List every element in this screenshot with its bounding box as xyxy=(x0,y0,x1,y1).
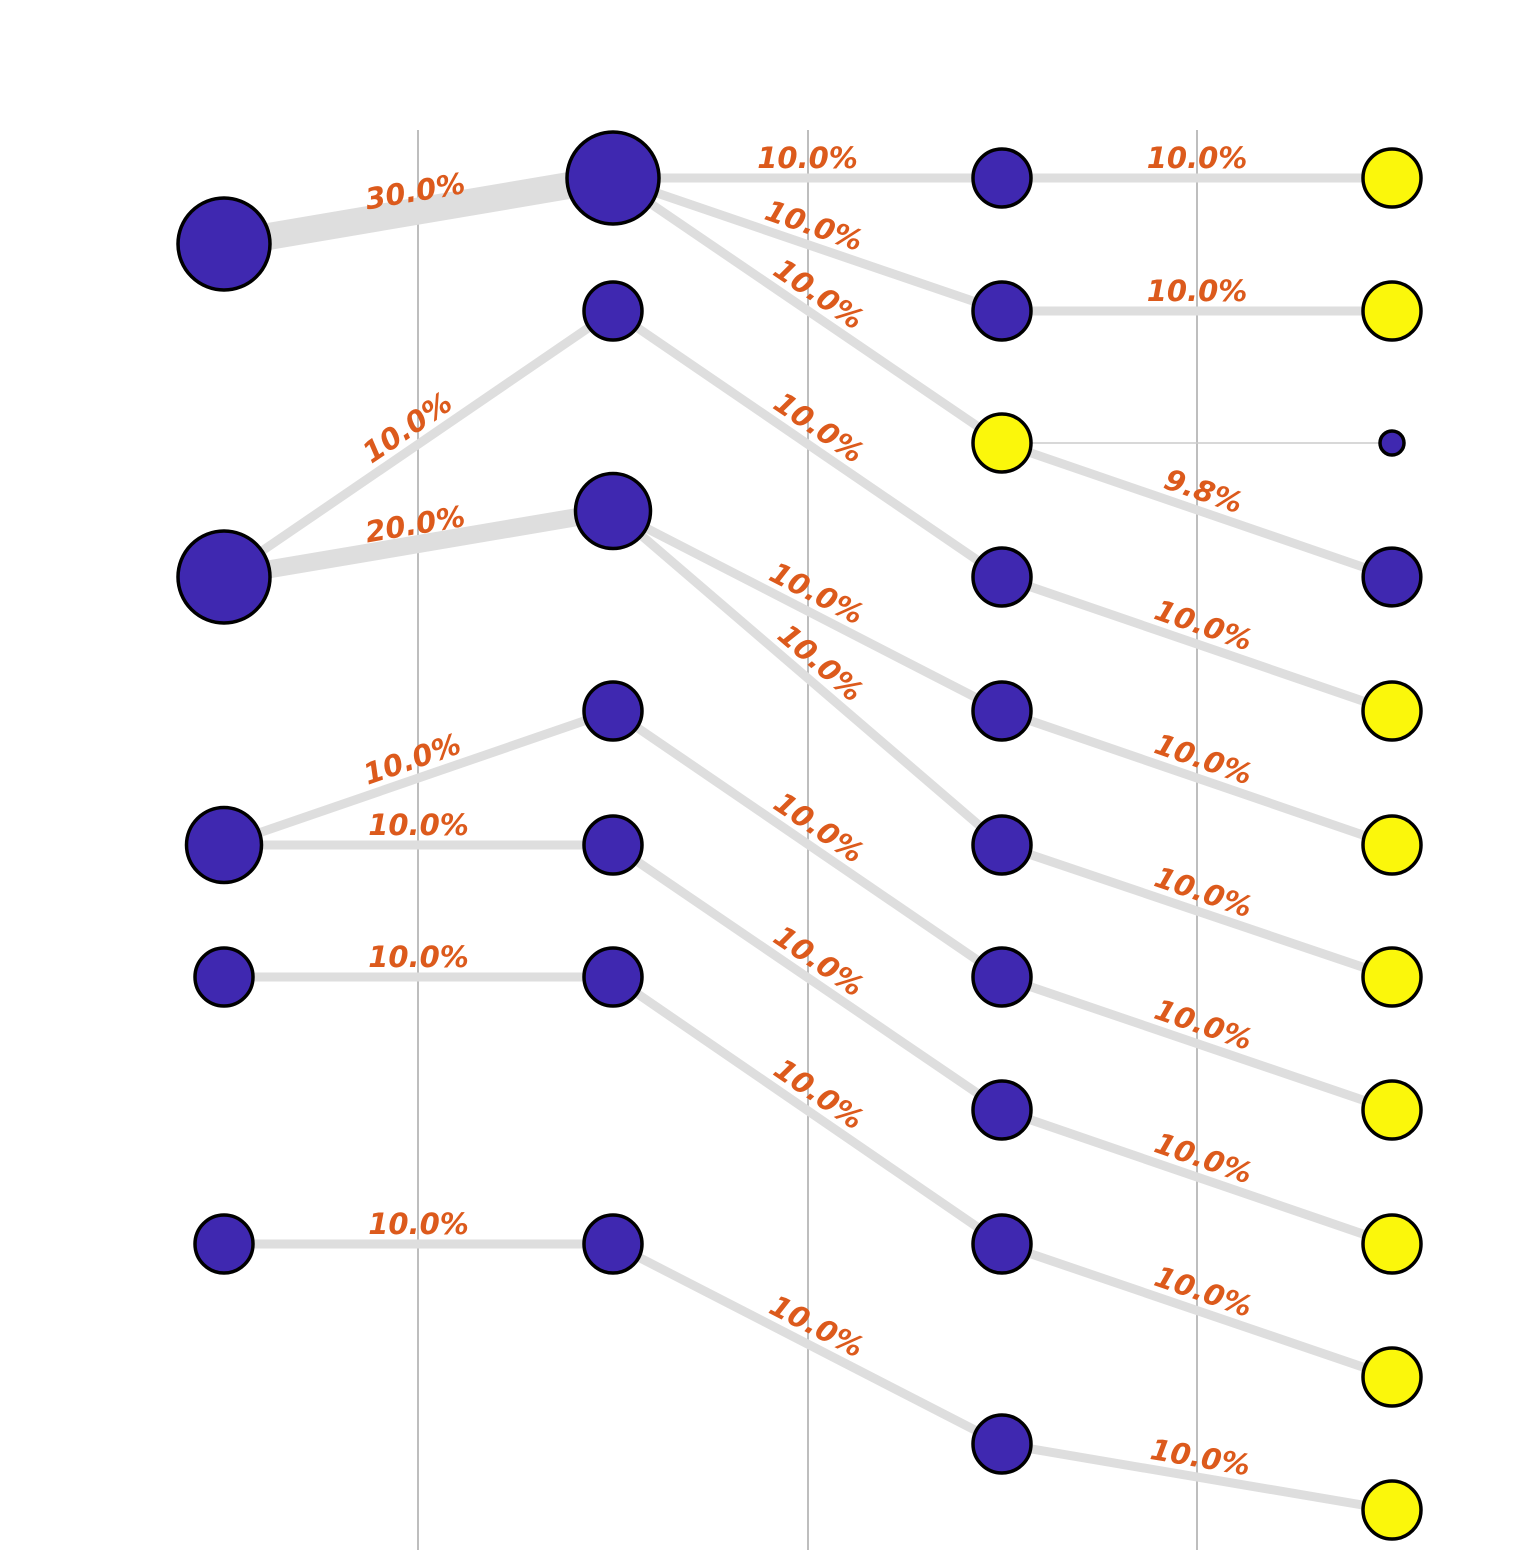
node-c2-a xyxy=(971,147,1033,209)
edge-c1-a-to-c2-b xyxy=(608,173,1007,316)
node-c3-f xyxy=(1361,814,1423,876)
edge-c0-b-to-c1-c xyxy=(215,502,622,586)
node-c0-a xyxy=(176,196,272,292)
edge-c2-i-to-c3-j xyxy=(997,1239,1397,1382)
node-c3-e xyxy=(1361,680,1423,742)
edge-c2-h-to-c3-i xyxy=(997,1105,1397,1249)
node-c1-c xyxy=(573,471,653,551)
edge-c1-d-to-c2-g xyxy=(608,706,1007,982)
edge-c1-b-to-c2-d xyxy=(608,306,1007,582)
edge-label-c0-c-to-c1-e: 10.0% xyxy=(368,808,469,842)
edge-c1-a-to-c2-c xyxy=(608,173,1007,448)
edge-c2-j-to-c3-k xyxy=(997,1439,1397,1515)
node-c2-h xyxy=(971,1079,1033,1141)
node-c2-d xyxy=(971,546,1033,608)
node-c2-g xyxy=(971,946,1033,1008)
edge-label-c2-b-to-c3-b: 10.0% xyxy=(1147,274,1248,308)
node-c3-j xyxy=(1361,1346,1423,1408)
node-c3-i xyxy=(1361,1213,1423,1275)
node-c2-b xyxy=(971,280,1033,342)
edge-c2-c-to-c3-d xyxy=(997,438,1397,582)
node-c0-c xyxy=(184,805,264,885)
node-c0-b xyxy=(176,529,272,625)
edge-c0-b-to-c1-b xyxy=(219,306,618,582)
edge-c1-e-to-c2-h xyxy=(608,840,1007,1115)
edges-layer xyxy=(210,164,1397,1515)
node-c1-e xyxy=(582,814,644,876)
edge-label-c0-e-to-c1-g: 10.0% xyxy=(368,1207,469,1241)
node-c1-d xyxy=(582,680,644,742)
edge-c2-f-to-c3-g xyxy=(997,840,1397,982)
edge-c2-g-to-c3-h xyxy=(997,972,1397,1115)
node-c2-i xyxy=(971,1213,1033,1275)
edge-c0-c-to-c1-d xyxy=(219,706,618,850)
node-c3-a xyxy=(1361,147,1423,209)
edge-c2-e-to-c3-f xyxy=(997,706,1397,850)
edge-c1-g-to-c2-j xyxy=(608,1239,1007,1449)
node-c3-c xyxy=(1378,429,1406,457)
node-c2-f xyxy=(971,814,1033,876)
edge-c1-c-to-c2-e xyxy=(608,506,1007,716)
node-c1-g xyxy=(582,1213,644,1275)
edge-label-c1-a-to-c2-a: 10.0% xyxy=(757,141,858,175)
node-c3-b xyxy=(1361,280,1423,342)
node-c1-f xyxy=(582,946,644,1008)
node-c1-b xyxy=(582,280,644,342)
node-c3-d xyxy=(1361,546,1423,608)
node-c1-a xyxy=(565,130,661,226)
node-c3-k xyxy=(1361,1479,1423,1541)
edge-c0-a-to-c1-a xyxy=(210,164,627,258)
nodes-layer xyxy=(176,130,1423,1541)
node-c0-e xyxy=(193,1213,255,1275)
edge-c2-d-to-c3-e xyxy=(997,572,1397,716)
node-c3-g xyxy=(1361,946,1423,1008)
node-c0-d xyxy=(193,946,255,1008)
edge-label-c0-d-to-c1-f: 10.0% xyxy=(368,940,469,974)
edge-label-c2-a-to-c3-a: 10.0% xyxy=(1147,141,1248,175)
node-c3-h xyxy=(1361,1079,1423,1141)
edge-c1-f-to-c2-i xyxy=(608,972,1007,1249)
node-c2-e xyxy=(971,680,1033,742)
node-c2-c xyxy=(971,412,1033,474)
node-c2-j xyxy=(971,1413,1033,1475)
edge-c1-c-to-c2-f xyxy=(608,506,1007,850)
